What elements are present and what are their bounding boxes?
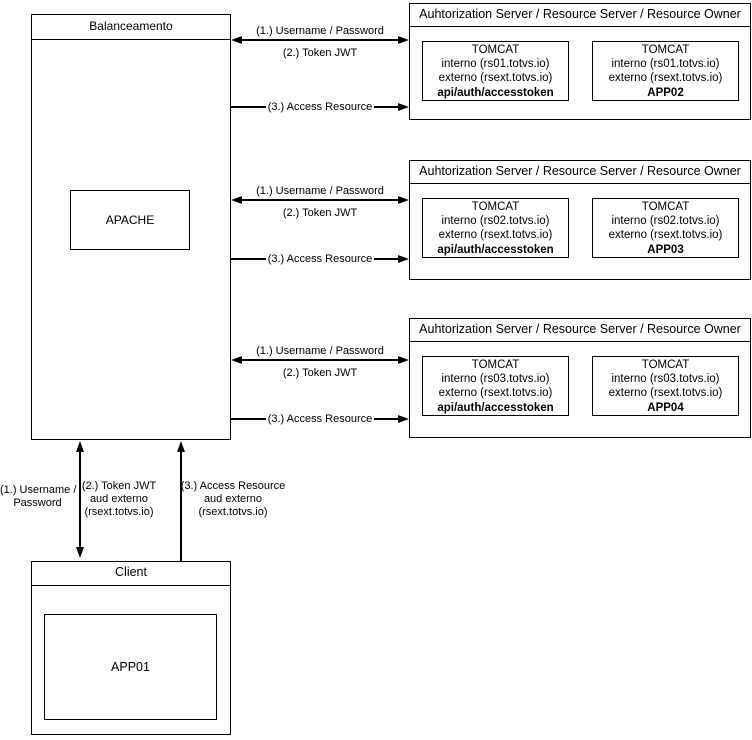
tomcat-interno: interno (rs01.totvs.io) [441, 58, 550, 71]
arrowhead-left-icon [231, 195, 242, 204]
arrow-line [240, 359, 400, 361]
arrow-label-username-password: (1.) Username / Password [256, 25, 384, 37]
arrow-line [79, 450, 81, 550]
client-title: Client [32, 562, 230, 586]
arrowhead-right-icon [398, 254, 409, 263]
client-flow-label-token: (2.) Token JWT aud externo (rsext.totvs.… [81, 480, 157, 518]
tomcat-name: TOMCAT [471, 359, 520, 371]
group-title: Auhtorization Server / Resource Server /… [410, 161, 750, 184]
tomcat-interno: interno (rs02.totvs.io) [611, 215, 720, 228]
tomcat-auth-node: TOMCAT interno (rs02.totvs.io) externo (… [422, 198, 569, 258]
arrow-label-username-password: (1.) Username / Password [256, 345, 384, 357]
tomcat-externo: externo (rsext.totvs.io) [438, 72, 553, 85]
tomcat-name: TOMCAT [641, 44, 690, 56]
tomcat-interno: interno (rs03.totvs.io) [611, 373, 720, 386]
tomcat-endpoint: api/auth/accesstoken [437, 243, 554, 256]
arrow-label-token-jwt: (2.) Token JWT [282, 207, 358, 219]
arrowhead-left-icon [231, 35, 242, 44]
arrowhead-right-icon [398, 195, 409, 204]
arrow-line [240, 199, 400, 201]
tomcat-externo: externo (rsext.totvs.io) [608, 387, 723, 400]
tomcat-app-label: APP02 [647, 86, 684, 99]
tomcat-endpoint: api/auth/accesstoken [437, 86, 554, 99]
auth-resource-group-3: Auhtorization Server / Resource Server /… [409, 318, 751, 438]
tomcat-name: TOMCAT [471, 44, 520, 56]
app01-node: APP01 [44, 614, 217, 720]
arrow-label-access-resource: (3.) Access Resource [265, 252, 375, 265]
arrowhead-right-icon [398, 355, 409, 364]
auth-resource-group-1: Auhtorization Server / Resource Server /… [409, 3, 751, 120]
tomcat-app-label: APP03 [647, 243, 684, 256]
arrow-line [180, 450, 182, 561]
tomcat-endpoint: api/auth/accesstoken [437, 401, 554, 414]
tomcat-name: TOMCAT [471, 201, 520, 213]
arrow-line [240, 39, 400, 41]
arrowhead-left-icon [231, 355, 242, 364]
arrowhead-up-icon [75, 441, 84, 452]
tomcat-externo: externo (rsext.totvs.io) [438, 387, 553, 400]
group-title: Auhtorization Server / Resource Server /… [410, 4, 750, 27]
tomcat-auth-node: TOMCAT interno (rs03.totvs.io) externo (… [422, 356, 569, 416]
tomcat-app-node: TOMCAT interno (rs03.totvs.io) externo (… [592, 356, 739, 416]
client-flow-label-access: (3.) Access Resource aud externo (rsext.… [180, 480, 286, 518]
arrowhead-right-icon [398, 414, 409, 423]
tomcat-app-node: TOMCAT interno (rs01.totvs.io) externo (… [592, 41, 739, 101]
arrowhead-right-icon [398, 102, 409, 111]
arrow-label-token-jwt: (2.) Token JWT [282, 367, 358, 379]
arrowhead-up-icon [176, 441, 185, 452]
tomcat-externo: externo (rsext.totvs.io) [438, 229, 553, 242]
tomcat-interno: interno (rs01.totvs.io) [611, 58, 720, 71]
apache-node: APACHE [70, 190, 190, 250]
tomcat-auth-node: TOMCAT interno (rs01.totvs.io) externo (… [422, 41, 569, 101]
arrowhead-right-icon [398, 35, 409, 44]
tomcat-app-label: APP04 [647, 401, 684, 414]
tomcat-externo: externo (rsext.totvs.io) [608, 72, 723, 85]
tomcat-externo: externo (rsext.totvs.io) [608, 229, 723, 242]
balancer-title: Balanceamento [32, 15, 230, 40]
tomcat-interno: interno (rs02.totvs.io) [441, 215, 550, 228]
auth-resource-group-2: Auhtorization Server / Resource Server /… [409, 160, 751, 280]
tomcat-interno: interno (rs03.totvs.io) [441, 373, 550, 386]
arrow-label-access-resource: (3.) Access Resource [265, 100, 375, 113]
arrow-label-access-resource: (3.) Access Resource [265, 412, 375, 425]
tomcat-name: TOMCAT [641, 359, 690, 371]
tomcat-name: TOMCAT [641, 201, 690, 213]
group-title: Auhtorization Server / Resource Server /… [410, 319, 750, 342]
tomcat-app-node: TOMCAT interno (rs02.totvs.io) externo (… [592, 198, 739, 258]
client-flow-label-username: (1.) Username / Password [0, 484, 77, 509]
arrow-label-token-jwt: (2.) Token JWT [282, 47, 358, 59]
arrow-label-username-password: (1.) Username / Password [256, 185, 384, 197]
app01-label: APP01 [111, 660, 150, 674]
apache-label: APACHE [105, 213, 155, 227]
arrowhead-down-icon [75, 547, 84, 558]
